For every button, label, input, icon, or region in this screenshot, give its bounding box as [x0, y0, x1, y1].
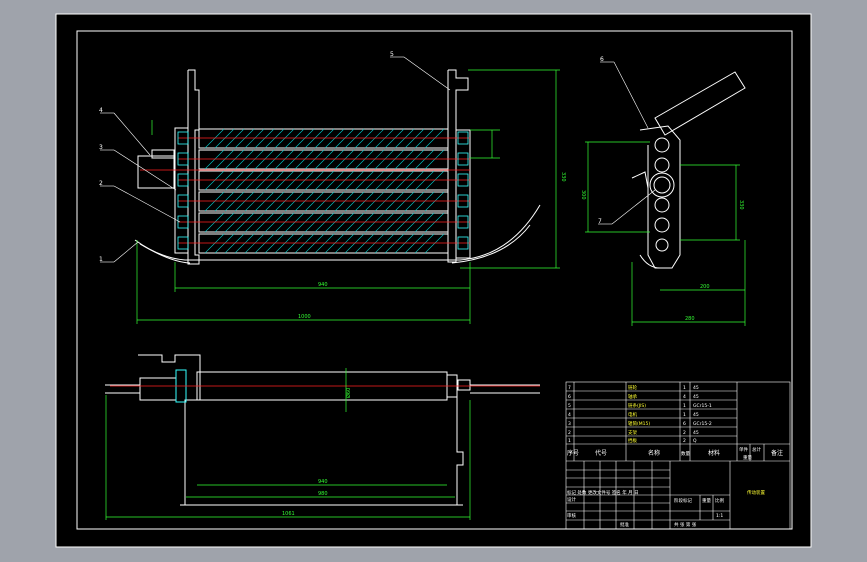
callout-7: 7 [598, 218, 602, 225]
header-seq: 序号 [567, 449, 579, 457]
header-unit: 单件 [739, 446, 748, 453]
row-qty: 1 [683, 412, 686, 418]
row-name: 挡板 [628, 437, 637, 444]
dim-plan-diameter: Ø60 [345, 388, 352, 398]
row-no: 5 [568, 403, 571, 409]
stage-label: 阶段标记 [674, 497, 692, 504]
row-name: 支架 [628, 429, 637, 436]
row-name: 电机 [628, 411, 637, 418]
side-view [631, 71, 746, 269]
header-material: 材料 [708, 449, 720, 457]
row-qty: 2 [683, 430, 686, 436]
callout-2: 2 [99, 180, 103, 187]
row-no: 7 [568, 385, 571, 391]
designer-label: 设计 [567, 496, 576, 503]
row-no: 3 [568, 421, 571, 427]
header-qty: 数量 [681, 450, 690, 457]
row-qty: 4 [683, 394, 686, 400]
header-weight: 重量 [743, 454, 752, 461]
front-leaders [100, 56, 451, 263]
callout-1: 1 [99, 256, 103, 263]
row-material: 45 [693, 394, 699, 400]
dim-plan-overall: 1061 [282, 511, 295, 517]
callout-5: 5 [390, 51, 394, 58]
title-block [565, 381, 791, 530]
dim-plan-middle: 980 [318, 491, 328, 497]
row-material: 45 [693, 412, 699, 418]
row-qty: 6 [683, 421, 686, 427]
row-material: 45 [693, 385, 699, 391]
scale-label: 比例 [715, 497, 724, 504]
header-total: 总计 [752, 446, 761, 453]
side-dimensions [585, 141, 746, 326]
roller-centerlines [140, 137, 470, 244]
row-material: Q [693, 438, 697, 444]
front-dimensions [136, 69, 560, 324]
row-name: 链条(JIS) [628, 402, 646, 409]
row-material: GCr15-2 [693, 421, 712, 427]
dim-plan-inner: 940 [318, 479, 328, 485]
callout-3: 3 [99, 144, 103, 151]
drawing-title: 传动装置 [747, 489, 765, 496]
dim-front-inner: 940 [318, 282, 328, 288]
sheet-code: 1:1 [716, 513, 723, 519]
row-qty: 1 [683, 403, 686, 409]
side-leaders [598, 61, 656, 225]
sheet-label: 共 张 第 张 [674, 521, 697, 528]
weight-label: 重量 [702, 497, 711, 504]
row-name: 链轮 [628, 384, 637, 391]
dim-side-right: 330 [738, 200, 744, 210]
row-no: 2 [568, 430, 571, 436]
row-qty: 2 [683, 438, 686, 444]
dim-front-overall: 1000 [298, 314, 311, 320]
callout-4: 4 [99, 107, 103, 114]
row-qty: 1 [683, 385, 686, 391]
row-no: 4 [568, 412, 571, 418]
row-no: 6 [568, 394, 571, 400]
front-view [134, 69, 541, 265]
dim-side-bottom-overall: 280 [685, 316, 695, 322]
plan-dimensions [105, 368, 471, 520]
header-name: 名称 [648, 449, 660, 457]
roller-hatching [204, 128, 445, 254]
paper-sheet [55, 13, 812, 548]
dim-side-bottom-inner: 200 [700, 284, 710, 290]
bearing-blocks [177, 131, 469, 250]
header-remark: 备注 [771, 449, 783, 457]
header-code: 代号 [595, 449, 607, 457]
approver-label: 批准 [620, 521, 629, 528]
front-rollers [198, 128, 449, 254]
row-name: 辊筒(M15) [628, 420, 650, 427]
row-no: 1 [568, 438, 571, 444]
checker-label: 审核 [567, 512, 576, 519]
row-name: 轴承 [628, 393, 637, 400]
drawing-frame [76, 30, 793, 530]
change-labels: 标记 处数 更改文件号 签名 年 月 日 [567, 489, 639, 496]
callout-6: 6 [600, 56, 604, 63]
row-material: GCr15-1 [693, 403, 712, 409]
dim-side-top: 300 [580, 190, 586, 200]
dim-front-height: 330 [560, 172, 566, 182]
row-material: 45 [693, 430, 699, 436]
